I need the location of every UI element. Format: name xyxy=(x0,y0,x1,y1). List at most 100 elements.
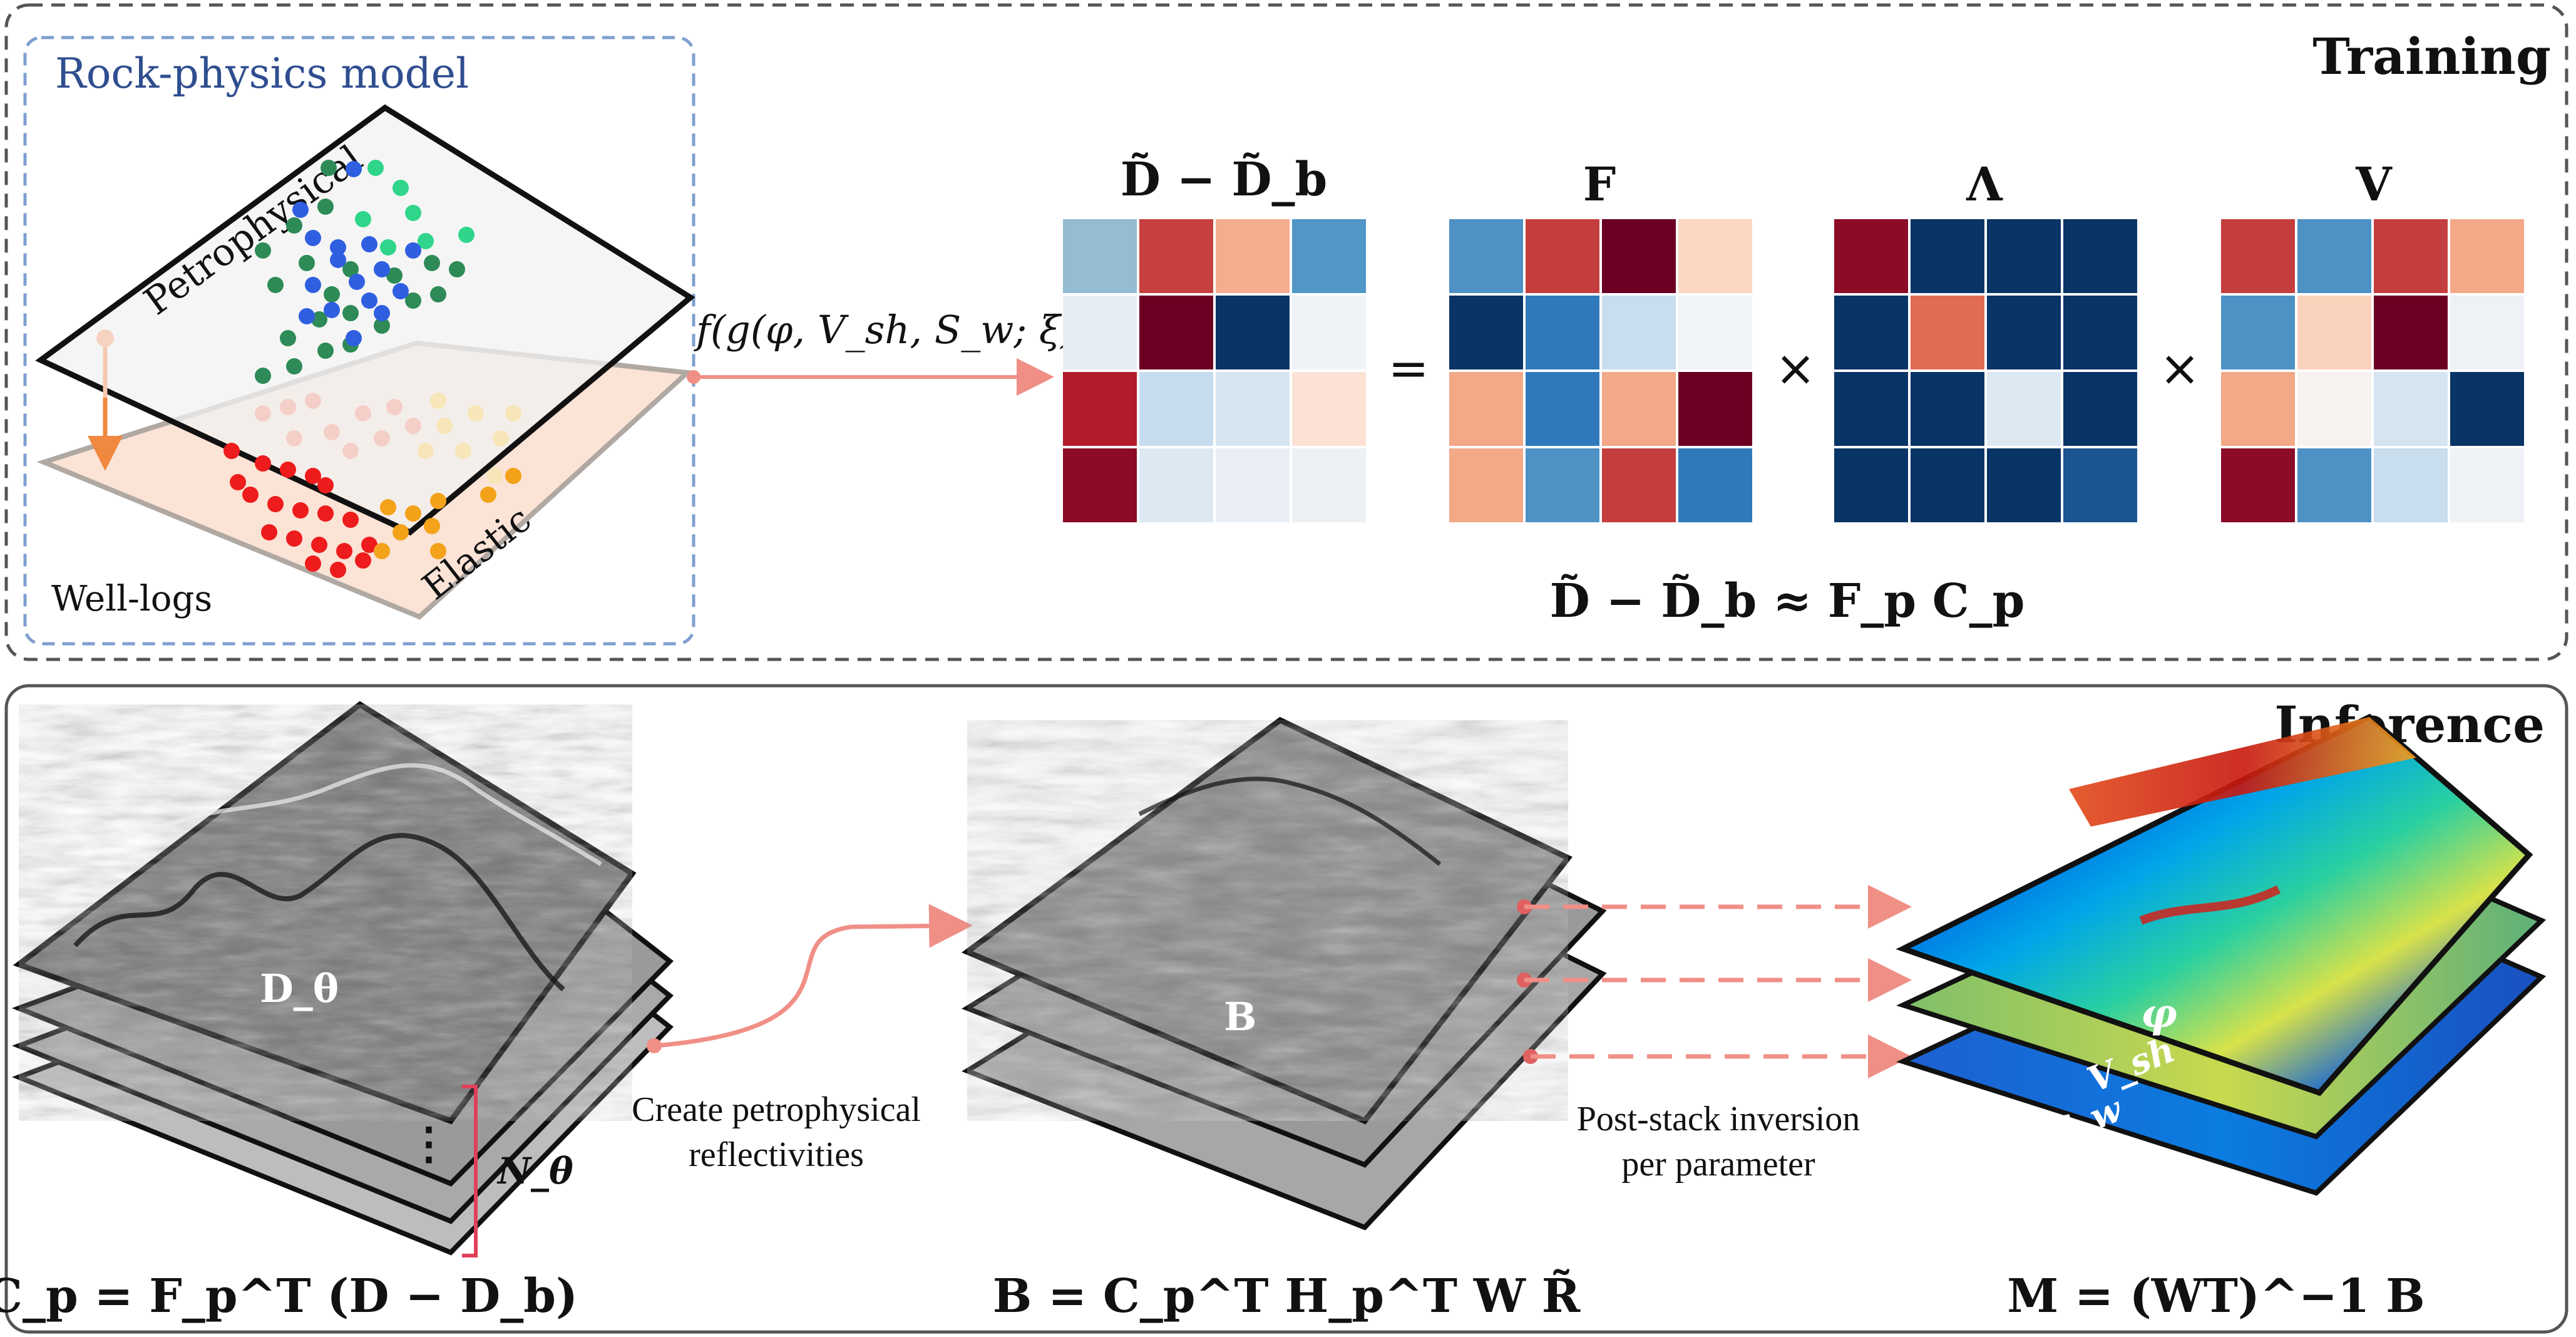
d-theta-texture xyxy=(19,705,632,1121)
scatter-point-faint-yellow xyxy=(430,393,446,409)
scatter-point-orange xyxy=(505,468,521,484)
scatter-point-green xyxy=(418,233,434,249)
scatter-point-faint-yellow xyxy=(468,405,484,421)
scatter-point-blue xyxy=(346,330,362,346)
scatter-point-faint-red xyxy=(386,399,403,415)
matrix-cell xyxy=(1834,448,1908,522)
matrix-v-title: V xyxy=(2355,158,2393,212)
matrix-cell xyxy=(1063,219,1137,293)
matrix-lambda xyxy=(1834,219,2137,522)
matrix-cell xyxy=(2063,219,2137,293)
scatter-point-green xyxy=(280,330,296,346)
scatter-point-green xyxy=(342,261,359,277)
scatter-point-blue xyxy=(361,236,377,252)
scatter-point-red xyxy=(336,543,352,559)
matrix-cell xyxy=(2374,296,2448,369)
scatter-point-green xyxy=(386,267,403,284)
matrix-cell xyxy=(1602,296,1676,369)
scatter-point-red xyxy=(242,487,259,503)
scatter-point-faint-red xyxy=(255,405,271,421)
scatter-point-blue xyxy=(305,277,321,293)
scatter-point-green xyxy=(255,368,271,384)
matrix-cell xyxy=(1216,448,1290,522)
scatter-point-green xyxy=(324,286,340,302)
post-stack-text-line2: per parameter xyxy=(1621,1145,1815,1184)
matrix-cell xyxy=(2063,448,2137,522)
matrix-cell xyxy=(1292,372,1366,446)
post-stack-text-line1: Post-stack inversion xyxy=(1577,1100,1860,1138)
scatter-point-blue xyxy=(324,302,340,318)
matrix-lhs xyxy=(1063,219,1366,522)
create-arrow xyxy=(654,924,852,1048)
matrix-cell xyxy=(1292,448,1366,522)
scatter-point-red xyxy=(261,524,277,540)
scatter-point-green xyxy=(458,227,475,243)
matrix-cell xyxy=(2374,372,2448,446)
training-title: Training xyxy=(2312,27,2551,86)
cp-equation: C_p = F_p^T (D − D_b) xyxy=(0,1269,578,1323)
times-sign-2: × xyxy=(2159,341,2200,397)
matrix-cell xyxy=(1063,448,1137,522)
scatter-point-red xyxy=(280,462,296,478)
scatter-point-faint-red xyxy=(324,424,340,440)
scatter-point-blue xyxy=(393,283,409,299)
matrix-cell xyxy=(1139,296,1213,369)
matrix-cell xyxy=(2221,219,2295,293)
well-logs-label: Well-logs xyxy=(51,579,212,619)
scatter-point-faint-red xyxy=(374,430,390,447)
scatter-point-red xyxy=(230,474,246,490)
scatter-point-red xyxy=(305,468,321,484)
scatter-point-faint-red xyxy=(305,393,321,409)
scatter-point-blue xyxy=(361,292,377,309)
scatter-point-blue xyxy=(299,308,315,324)
d-theta-label: D_θ xyxy=(260,966,339,1011)
create-text-line2: reflectivities xyxy=(689,1135,864,1174)
matrix-cell xyxy=(2221,372,2295,446)
matrix-cell xyxy=(2450,296,2524,369)
scatter-point-orange xyxy=(430,493,446,509)
matrix-lhs-title: D̃ − D̃_b xyxy=(1121,152,1328,207)
scatter-point-red xyxy=(317,505,334,522)
matrix-cell xyxy=(2063,296,2137,369)
d-theta-reflector xyxy=(73,833,565,992)
scatter-point-red xyxy=(330,562,346,578)
scatter-point-green xyxy=(430,286,446,302)
scatter-point-green xyxy=(374,317,390,334)
b-top-texture xyxy=(967,720,1568,1121)
well-log-start-point xyxy=(96,329,114,347)
scatter-point-blue xyxy=(330,252,346,268)
matrix-cell xyxy=(1063,296,1137,369)
matrix-cell xyxy=(1678,372,1752,446)
matrix-cell xyxy=(1216,219,1290,293)
matrix-cell xyxy=(1526,372,1599,446)
scatter-point-green xyxy=(311,311,327,328)
phi-hot-zone xyxy=(2069,717,2416,827)
matrix-cell xyxy=(1911,219,1984,293)
scatter-point-green xyxy=(321,160,337,176)
matrix-cell xyxy=(1449,296,1523,369)
scatter-point-red xyxy=(267,496,284,512)
scatter-point-green xyxy=(255,242,271,259)
scatter-point-orange xyxy=(430,543,446,559)
scatter-point-faint-yellow xyxy=(493,430,509,447)
scatter-point-green xyxy=(317,343,334,359)
scatter-point-blue xyxy=(346,161,362,177)
matrix-cell xyxy=(2221,296,2295,369)
matrix-cell xyxy=(1911,448,1984,522)
scatter-point-blue xyxy=(374,261,390,277)
m-equation: M = (WT)^−1 B xyxy=(2007,1269,2425,1323)
matrix-cell xyxy=(1139,448,1213,522)
matrix-cell xyxy=(1987,448,2061,522)
scatter-point-green xyxy=(424,255,440,271)
matrix-cell xyxy=(1139,219,1213,293)
scatter-point-blue xyxy=(292,202,309,218)
scatter-point-blue xyxy=(305,230,321,246)
scatter-point-green xyxy=(342,305,359,321)
scatter-point-red xyxy=(361,537,377,553)
phi-feature-line xyxy=(2139,885,2281,925)
function-text: f(g(φ, V_sh, S_w; ξ)) xyxy=(694,307,1090,353)
matrix-cell xyxy=(2450,372,2524,446)
matrix-cell xyxy=(2374,219,2448,293)
matrix-cell xyxy=(1526,448,1599,522)
